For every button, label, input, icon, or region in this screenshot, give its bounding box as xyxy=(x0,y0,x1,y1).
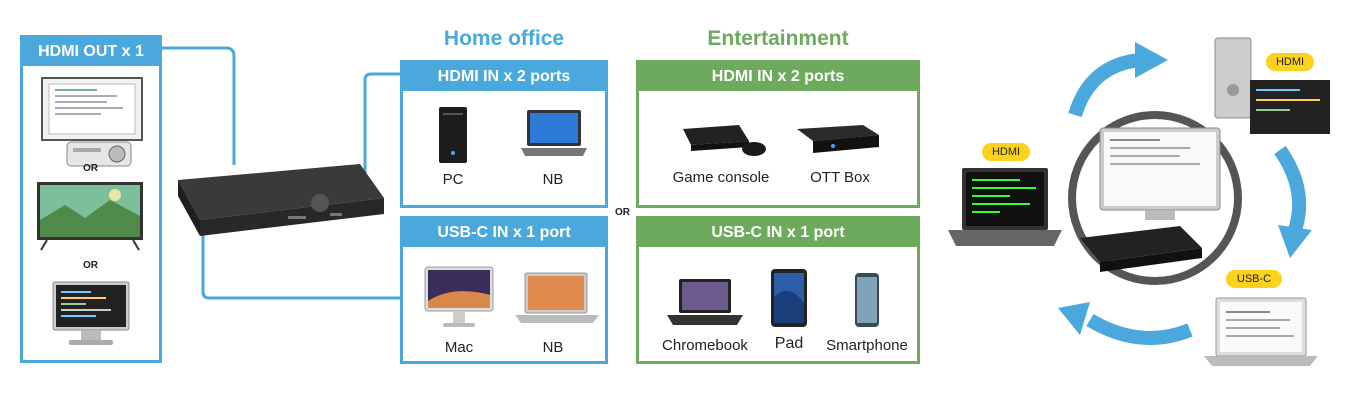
entertainment-usbc-item-2: Pad xyxy=(774,335,804,352)
home-office-hdmi-box: HDMI IN x 2 ports PC NB xyxy=(400,60,608,208)
arrow-bottom-head xyxy=(1058,302,1090,335)
switching-diagram xyxy=(948,37,1330,366)
home-office-hdmi-item-1: PC xyxy=(442,171,464,188)
home-office-hdmi-item-2: NB xyxy=(542,171,564,188)
pc-tower-icon xyxy=(439,107,467,163)
home-office-heading: Home office xyxy=(443,27,565,50)
or-label-2: OR xyxy=(83,260,98,271)
home-office-hdmi-title: HDMI IN x 2 ports xyxy=(403,63,605,91)
home-office-usbc-box: USB-C IN x 1 port Mac NB xyxy=(400,216,608,364)
hdmi-out-title: HDMI OUT x 1 xyxy=(23,38,159,66)
hdmi-out-box: HDMI OUT x 1 OR OR xyxy=(20,35,162,363)
entertainment-heading: Entertainment xyxy=(707,27,849,50)
ott-box-icon xyxy=(797,125,879,153)
mac-icon xyxy=(424,266,494,327)
home-office-usbc-title: USB-C IN x 1 port xyxy=(403,219,605,247)
usbc-in-connector-line xyxy=(201,212,401,300)
entertainment-usbc-title: USB-C IN x 1 port xyxy=(639,219,917,247)
entertainment-hdmi-box: HDMI IN x 2 ports Game console OTT Box xyxy=(636,60,920,208)
middle-or-label: OR xyxy=(615,207,630,218)
entertainment-usbc-item-3: Smartphone xyxy=(826,337,908,354)
arrow-bottom xyxy=(1086,313,1193,345)
kvm-switch-device xyxy=(178,164,384,236)
arrow-right-head xyxy=(1278,225,1312,258)
out-connector-line xyxy=(160,46,236,165)
tag-hdmi-laptop: HDMI xyxy=(982,143,1030,161)
game-console-icon xyxy=(683,125,766,156)
monitor-icon xyxy=(52,281,130,345)
home-office-usbc-item-2: NB xyxy=(542,339,564,356)
entertainment-hdmi-item-2: OTT Box xyxy=(810,169,870,186)
arrow-top-left-head xyxy=(1135,42,1168,78)
notebook-icon xyxy=(521,110,587,156)
chromebook-icon xyxy=(667,279,743,325)
hdmi-in-connector-line xyxy=(363,72,401,195)
pad-icon xyxy=(771,269,807,327)
home-office-usbc-item-1: Mac xyxy=(444,339,474,356)
notebook-usbc-icon xyxy=(515,272,599,323)
tag-usbc: USB-C xyxy=(1226,270,1282,288)
entertainment-usbc-item-1: Chromebook xyxy=(662,337,748,354)
entertainment-hdmi-item-1: Game console xyxy=(672,169,770,186)
entertainment-hdmi-title: HDMI IN x 2 ports xyxy=(639,63,917,91)
tv-icon xyxy=(37,182,143,251)
entertainment-usbc-box: USB-C IN x 1 port Chromebook Pad Smartph… xyxy=(636,216,920,364)
or-label-1: OR xyxy=(83,163,98,174)
arrow-top-left xyxy=(1068,53,1141,118)
arrow-right xyxy=(1274,145,1307,233)
projector-screen-icon xyxy=(41,77,143,167)
smartphone-icon xyxy=(855,273,879,327)
tag-hdmi-top: HDMI xyxy=(1266,53,1314,71)
